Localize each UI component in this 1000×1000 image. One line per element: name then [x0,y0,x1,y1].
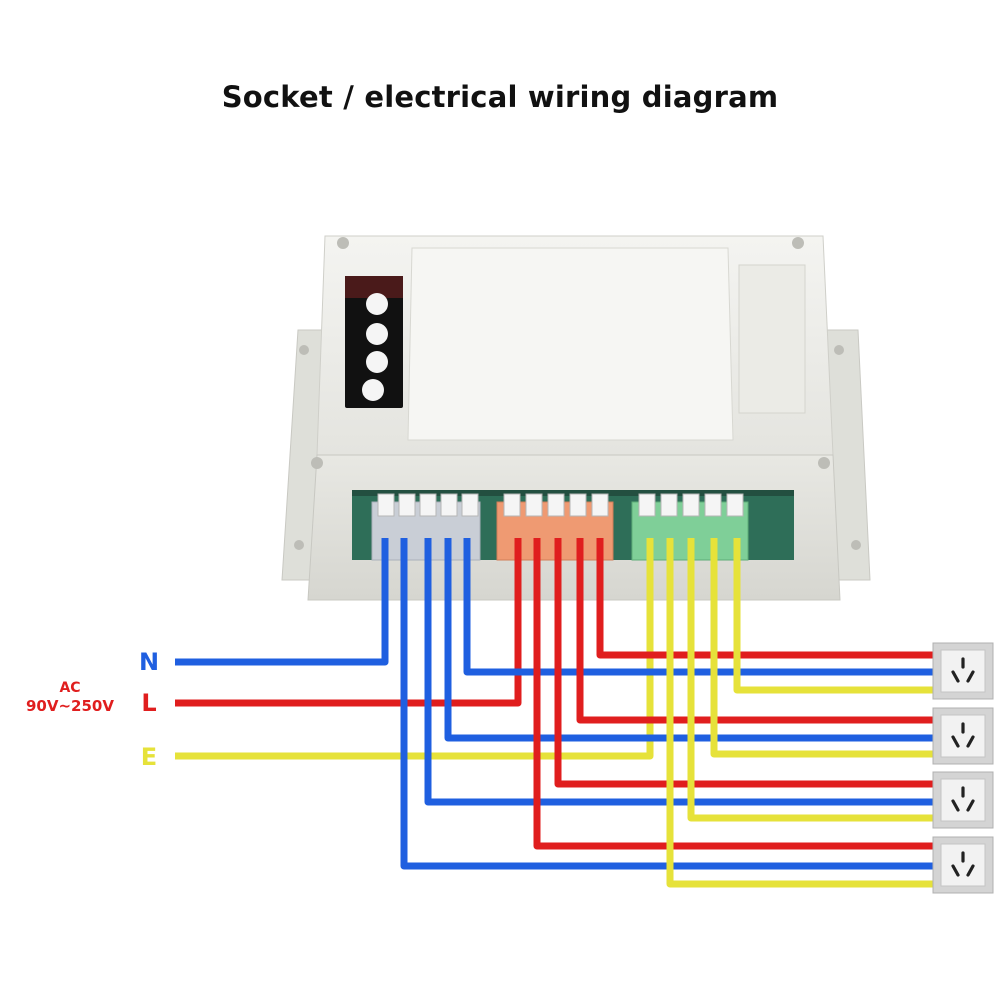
relay-button-2[interactable] [366,323,388,345]
power-socket-icon [951,786,975,812]
socket-2-earth-wire [710,538,935,758]
socket-4-live-wire [533,538,935,850]
screw-hole [311,457,323,469]
screw-hole [834,345,844,355]
screw-hole [851,540,861,550]
relay-button-1[interactable] [366,293,388,315]
earth-label: E [141,743,157,771]
live-supply-wire [175,538,522,707]
neutral-supply-wire [175,538,389,666]
socket-3-neutral-wire [424,538,935,806]
socket-2-neutral-wire [444,538,935,742]
socket-2-live-wire [576,538,935,724]
wires [175,538,935,888]
socket-4-earth-wire [666,538,935,888]
power-socket-icon [951,851,975,877]
socket-4 [932,836,994,894]
power-socket-icon [951,722,975,748]
relay-button-4[interactable] [362,379,384,401]
page-title: Socket / electrical wiring diagram [221,80,779,114]
socket-3-live-wire [554,538,935,788]
live-label: L [141,689,156,717]
screw-hole [294,540,304,550]
socket-1-earth-wire [733,538,935,694]
socket-3-earth-wire [687,538,935,822]
socket-3 [932,771,994,829]
label-slot [738,264,806,414]
button-panel-accent [345,276,403,298]
ac-label: AC [59,680,80,696]
sockets [932,642,994,894]
relay-button-3[interactable] [366,351,388,373]
screw-hole [337,237,349,249]
earth-supply-wire [175,538,654,760]
power-socket-icon [951,657,975,683]
socket-4-neutral-wire [400,538,935,870]
screw-hole [299,345,309,355]
socket-1-neutral-wire [463,538,935,676]
screw-hole [792,237,804,249]
socket-2 [932,707,994,765]
socket-1 [932,642,994,700]
socket-1-live-wire [596,538,935,659]
enclosure-lid [407,247,734,441]
neutral-label: N [139,648,159,676]
screw-hole [818,457,830,469]
voltage-label: 90V~250V [26,697,114,715]
supply-labels: N L E AC 90V~250V [26,648,159,771]
